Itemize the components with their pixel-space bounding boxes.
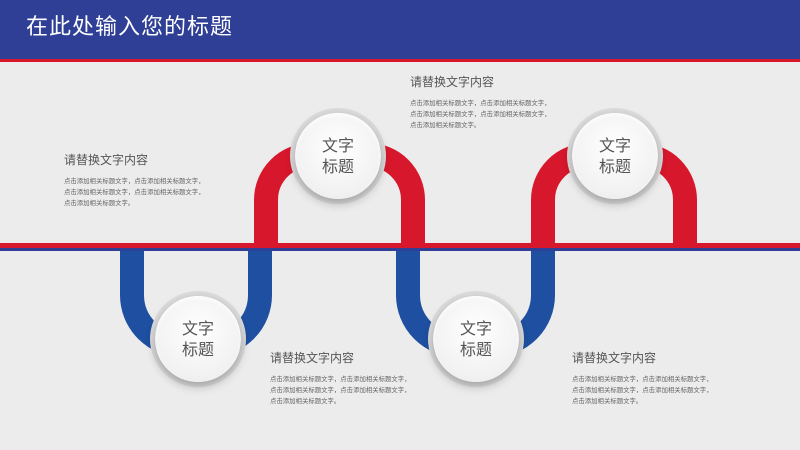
node-label: 文字 标题 [176, 318, 220, 360]
node-label-line: 标题 [598, 157, 631, 176]
header-bar: 在此处输入您的标题 [0, 0, 800, 59]
text-block-4[interactable]: 请替换文字内容 点击添加相关标题文字，点击添加相关标题文字， 点击添加相关标题文… [572, 350, 752, 407]
node-label: 文字 标题 [454, 318, 498, 360]
timeline-node-2[interactable]: 文字 标题 [295, 113, 381, 199]
node-label-line: 文字 [321, 136, 354, 155]
text-block-2[interactable]: 请替换文字内容 点击添加相关标题文字，点击添加相关标题文字， 点击添加相关标题文… [410, 74, 590, 131]
axis-line-blue [0, 248, 800, 251]
node-label-line: 标题 [459, 340, 492, 359]
header-divider [0, 59, 800, 62]
node-label-line: 文字 [598, 136, 631, 155]
text-block-title: 请替换文字内容 [64, 153, 149, 167]
timeline-node-4[interactable]: 文字 标题 [572, 113, 658, 199]
timeline-node-3[interactable]: 文字 标题 [433, 296, 519, 382]
node-label-line: 文字 [181, 319, 214, 338]
timeline-node-1[interactable]: 文字 标题 [155, 296, 241, 382]
node-label-line: 文字 [459, 319, 492, 338]
text-block-title: 请替换文字内容 [572, 351, 657, 365]
text-block-3[interactable]: 请替换文字内容 点击添加相关标题文字，点击添加相关标题文字， 点击添加相关标题文… [270, 350, 450, 407]
slide-title[interactable]: 在此处输入您的标题 [26, 15, 234, 40]
text-block-body: 点击添加相关标题文字，点击添加相关标题文字， 点击添加相关标题文字，点击添加相关… [572, 375, 713, 405]
text-block-title: 请替换文字内容 [270, 351, 355, 365]
node-label: 文字 标题 [593, 135, 637, 177]
text-block-body: 点击添加相关标题文字，点击添加相关标题文字， 点击添加相关标题文字，点击添加相关… [270, 375, 411, 405]
node-label-line: 标题 [181, 340, 214, 359]
axis-line-red [0, 243, 800, 248]
text-block-title: 请替换文字内容 [410, 75, 495, 89]
text-block-body: 点击添加相关标题文字，点击添加相关标题文字， 点击添加相关标题文字，点击添加相关… [64, 177, 205, 207]
text-block-1[interactable]: 请替换文字内容 点击添加相关标题文字，点击添加相关标题文字， 点击添加相关标题文… [64, 152, 244, 209]
text-block-body: 点击添加相关标题文字，点击添加相关标题文字， 点击添加相关标题文字，点击添加相关… [410, 99, 551, 129]
node-label: 文字 标题 [316, 135, 360, 177]
node-label-line: 标题 [321, 157, 354, 176]
